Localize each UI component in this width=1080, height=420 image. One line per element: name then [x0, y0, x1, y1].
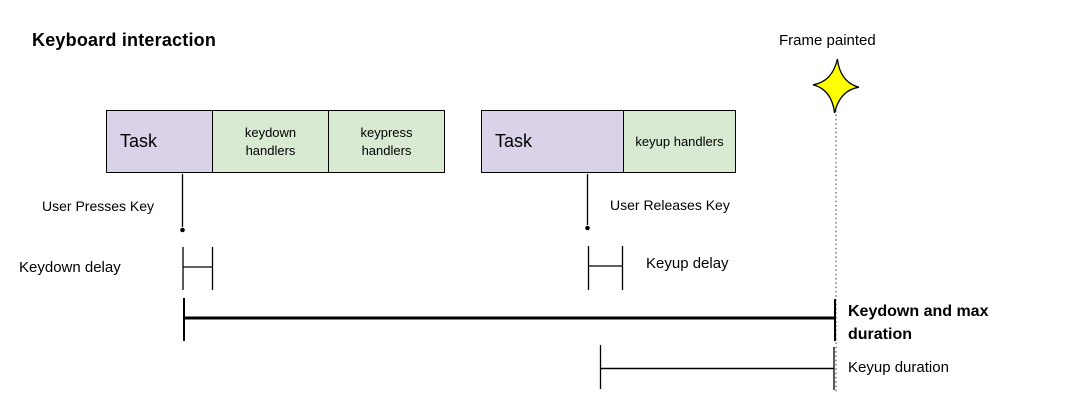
keydown-max-duration-line	[183, 298, 836, 341]
task-segment: Task	[106, 110, 213, 173]
keypress-handlers-segment: keypress handlers	[328, 110, 445, 173]
keydown-delay-label: Keydown delay	[19, 259, 121, 276]
user-releases-key-label: User Releases Key	[610, 197, 730, 213]
keyup-delay-label: Keyup delay	[646, 255, 729, 272]
keyup-delay-marker	[587, 246, 624, 290]
diagram-title: Keyboard interaction	[32, 30, 217, 50]
keydown-task-block: Task keydown handlers keypress handlers	[106, 110, 445, 173]
keydown-and-max-duration-label: Keydown and max duration	[848, 303, 989, 344]
task-segment: Task	[481, 110, 624, 173]
keyup-task-block: Task keyup handlers	[481, 110, 736, 173]
keydown-handlers-segment: keydown handlers	[212, 110, 329, 173]
user-presses-key-arrowhead	[180, 227, 185, 233]
keyup-duration-line	[599, 345, 835, 390]
user-releases-key-arrowhead	[585, 225, 590, 231]
frame-painted-star-icon	[812, 58, 860, 114]
keyup-duration-label: Keyup duration	[848, 359, 949, 376]
user-presses-key-label: User Presses Key	[42, 198, 155, 214]
keyup-handlers-segment: keyup handlers	[623, 110, 736, 173]
keydown-delay-marker	[182, 247, 214, 290]
frame-painted-label: Frame painted	[779, 32, 876, 49]
